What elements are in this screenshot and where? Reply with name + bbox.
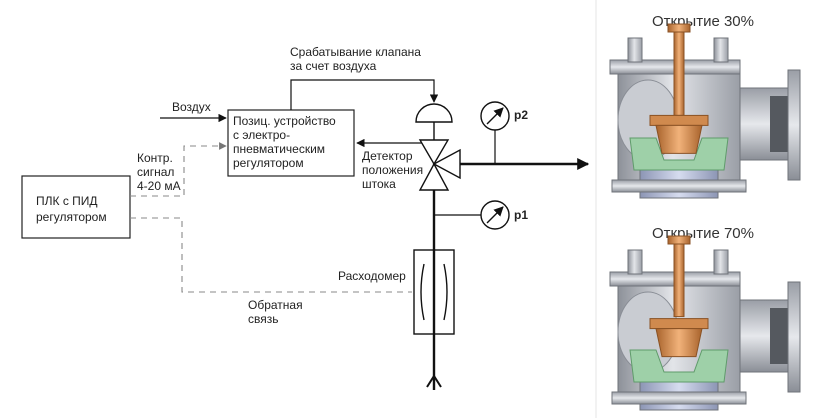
detector-label-line1: Детектор bbox=[362, 149, 413, 163]
valve-seat bbox=[629, 137, 729, 171]
inlet-flow-arrow bbox=[426, 374, 442, 388]
stem-top bbox=[667, 23, 691, 33]
bonnet-right bbox=[713, 37, 729, 63]
stem-top bbox=[667, 235, 691, 245]
flowmeter-label: Расходомер bbox=[338, 269, 406, 283]
plc-label-line1: ПЛК с ПИД bbox=[36, 194, 98, 208]
bonnet-left bbox=[627, 249, 643, 275]
outlet-flange bbox=[787, 281, 801, 393]
valve-stem-shaft bbox=[673, 27, 685, 116]
diaphragm-actuator bbox=[415, 103, 453, 123]
valve-cutaway-views: Открытие 30% Открытие 70% bbox=[609, 13, 801, 411]
outlet-bore bbox=[770, 96, 792, 152]
bonnet-left bbox=[627, 37, 643, 63]
valve-plug bbox=[655, 328, 703, 358]
positioner-label-line2: с электро- bbox=[233, 128, 290, 142]
bottom-flange bbox=[611, 179, 747, 193]
control-label-line2: сигнал bbox=[137, 165, 174, 179]
valve-view-title: Открытие 70% bbox=[652, 225, 754, 242]
p2-label: p2 bbox=[514, 108, 528, 122]
positioner-box bbox=[227, 109, 355, 177]
p1-label: p1 bbox=[514, 208, 528, 222]
flow-feedback-line bbox=[130, 217, 412, 293]
actuation-label-line2: за счет воздуха bbox=[290, 59, 377, 73]
outlet-bore bbox=[770, 308, 792, 364]
plc-box bbox=[21, 175, 131, 239]
control-label-line1: Контр. bbox=[137, 151, 173, 165]
detector-label-line3: штока bbox=[362, 177, 396, 191]
detector-label-line2: положения bbox=[362, 163, 423, 177]
positioner-label-line1: Позиц. устройство bbox=[233, 114, 336, 128]
valve-view-title: Открытие 30% bbox=[652, 13, 754, 30]
control-label-line3: 4-20 мА bbox=[137, 179, 181, 193]
feedback-label-line1: Обратная bbox=[248, 298, 303, 312]
plug-cage bbox=[649, 318, 709, 330]
plug-cage bbox=[649, 114, 709, 126]
valve-stem-shaft bbox=[673, 237, 685, 318]
valve-view-1: Открытие 30% bbox=[609, 13, 801, 199]
p1-gauge-needle bbox=[486, 206, 504, 224]
actuation-air-line bbox=[290, 79, 439, 110]
flowmeter-curve-left bbox=[420, 263, 425, 321]
control-signal-line bbox=[130, 142, 227, 197]
valve-body-top bbox=[418, 139, 450, 166]
bottom-flange bbox=[611, 391, 747, 405]
positioner-label-line4: регулятором bbox=[233, 156, 304, 170]
valve-seat bbox=[629, 349, 729, 383]
valve-view-2: Открытие 70% bbox=[609, 225, 801, 411]
positioner-label-line3: пневматическим bbox=[233, 142, 325, 156]
feedback-label-line2: связь bbox=[248, 312, 279, 326]
valve-plug bbox=[655, 124, 703, 154]
bonnet-right bbox=[713, 249, 729, 275]
actuation-label-line1: Срабатывание клапана bbox=[290, 45, 421, 59]
outlet-flange bbox=[787, 69, 801, 181]
flowmeter-curve-right bbox=[443, 263, 448, 321]
air-label: Воздух bbox=[172, 100, 211, 114]
plc-label-line2: регулятором bbox=[36, 210, 107, 224]
p2-gauge-needle bbox=[486, 107, 504, 125]
